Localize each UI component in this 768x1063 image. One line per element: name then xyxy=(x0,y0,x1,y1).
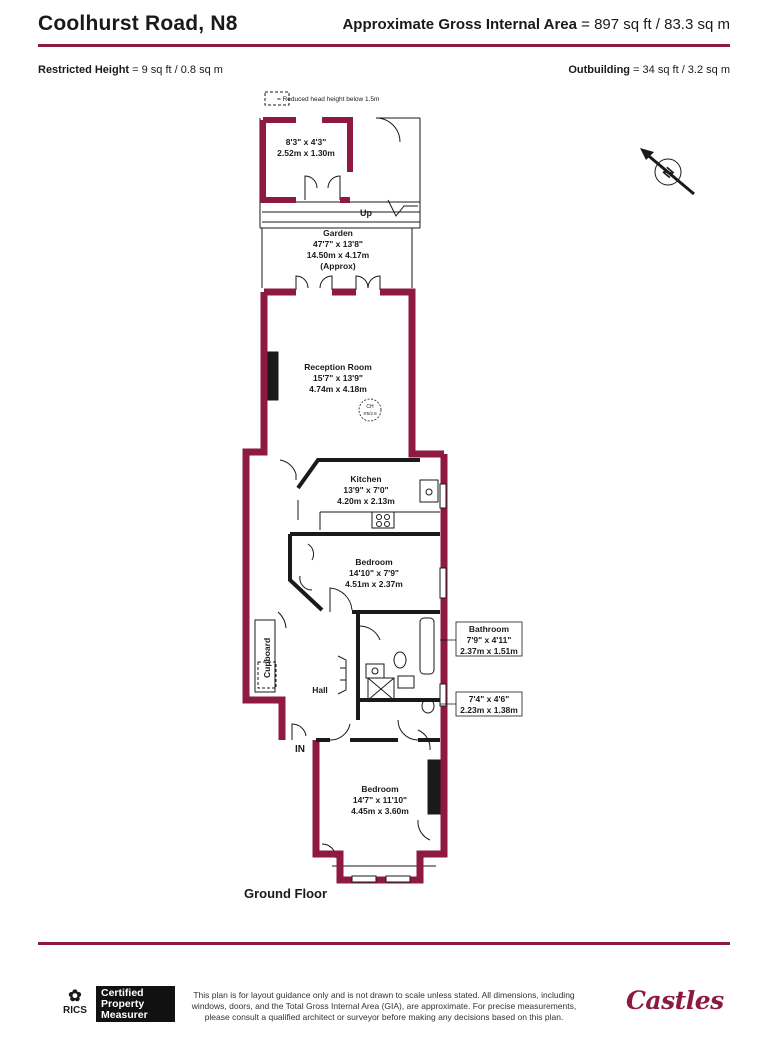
bedroom-mid-imperial: 14'10" x 7'9" xyxy=(349,568,399,578)
ch-label: CH xyxy=(366,404,374,410)
bathroom-callout: Bathroom 7'9" x 4'11" 2.37m x 1.51m xyxy=(440,621,523,657)
bathroom-imperial: 7'9" x 4'11" xyxy=(467,635,512,645)
outbuilding-label: Outbuilding xyxy=(568,64,631,76)
brand-logo: Castles xyxy=(626,986,724,1015)
kitchen-imperial: 13'9" x 7'0" xyxy=(343,485,388,495)
gia-label: Approximate Gross Internal Area xyxy=(342,16,577,33)
page-title: Coolhurst Road, N8 xyxy=(38,12,238,35)
header: Coolhurst Road, N8 Approximate Gross Int… xyxy=(38,12,730,46)
garden-note: (Approx) xyxy=(320,261,356,271)
certified-line-2: Property xyxy=(101,998,145,1010)
garden-name: Garden xyxy=(323,228,353,238)
reception-name: Reception Room xyxy=(304,362,372,372)
bedroom-front-name: Bedroom xyxy=(361,784,399,794)
legend-swatch xyxy=(264,91,290,106)
outbuilding-area: Outbuilding = 34 sq ft / 3.2 sq m xyxy=(568,64,730,76)
outbuilding-value: = 34 sq ft / 3.2 sq m xyxy=(633,64,730,76)
disclaimer-text: This plan is for layout guidance only an… xyxy=(191,990,577,1022)
legend-text: = Reduced head height below 1.5m xyxy=(277,96,379,103)
bathroom-metric: 2.37m x 1.51m xyxy=(460,646,518,656)
restricted-height-area: Restricted Height = 9 sq ft / 0.8 sq m xyxy=(38,64,223,76)
restricted-value: = 9 sq ft / 0.8 sq m xyxy=(132,64,223,76)
bedroom-mid-name: Bedroom xyxy=(355,557,393,567)
bedroom-front-metric: 4.45m x 3.60m xyxy=(351,806,409,816)
footer-rule xyxy=(38,942,730,945)
certified-line-1: Certified xyxy=(101,987,144,999)
kitchen-name: Kitchen xyxy=(350,474,381,484)
certified-measurer-box: Certified Property Measurer xyxy=(96,986,175,1022)
rics-badge: ✿ RICS Certified Property Measurer xyxy=(60,986,180,1022)
compass-icon: N xyxy=(640,148,695,196)
entrance-label: IN xyxy=(295,744,305,755)
restricted-label: Restricted Height xyxy=(38,64,130,76)
bathroom-name: Bathroom xyxy=(469,624,510,634)
ch-sub: 9'5/2.8 xyxy=(363,411,377,416)
central-heating-marker: CH 9'5/2.8 xyxy=(358,398,382,422)
gia-value: = 897 sq ft / 83.3 sq m xyxy=(581,16,730,33)
garden-metric: 14.50m x 4.17m xyxy=(307,250,370,260)
shower-metric: 2.23m x 1.38m xyxy=(460,705,518,715)
certified-line-3: Measurer xyxy=(101,1009,148,1021)
bedroom-mid-metric: 4.51m x 2.37m xyxy=(345,579,403,589)
stairs-up-label: Up xyxy=(360,208,372,218)
floor-label: Ground Floor xyxy=(244,886,327,901)
cupboard-label: Cupboard xyxy=(262,638,272,678)
garden-imperial: 47'7" x 13'8" xyxy=(313,239,363,249)
reception-metric: 4.74m x 4.18m xyxy=(309,384,367,394)
bedroom-front-imperial: 14'7" x 11'10" xyxy=(353,795,407,805)
kitchen-metric: 4.20m x 2.13m xyxy=(337,496,395,506)
shower-imperial: 7'4" x 4'6" xyxy=(469,694,509,704)
reception-imperial: 15'7" x 13'9" xyxy=(313,373,363,383)
gross-internal-area: Approximate Gross Internal Area = 897 sq… xyxy=(342,16,730,33)
header-rule xyxy=(38,44,730,47)
outbuilding-metric: 2.52m x 1.30m xyxy=(277,148,335,158)
rics-mark-text: RICS xyxy=(63,1005,87,1016)
rics-logo-icon: ✿ RICS xyxy=(63,988,87,1017)
outbuilding-imperial: 8'3" x 4'3" xyxy=(286,137,326,147)
shower-callout: 7'4" x 4'6" 2.23m x 1.38m xyxy=(440,691,523,717)
hall-label: Hall xyxy=(312,685,328,695)
